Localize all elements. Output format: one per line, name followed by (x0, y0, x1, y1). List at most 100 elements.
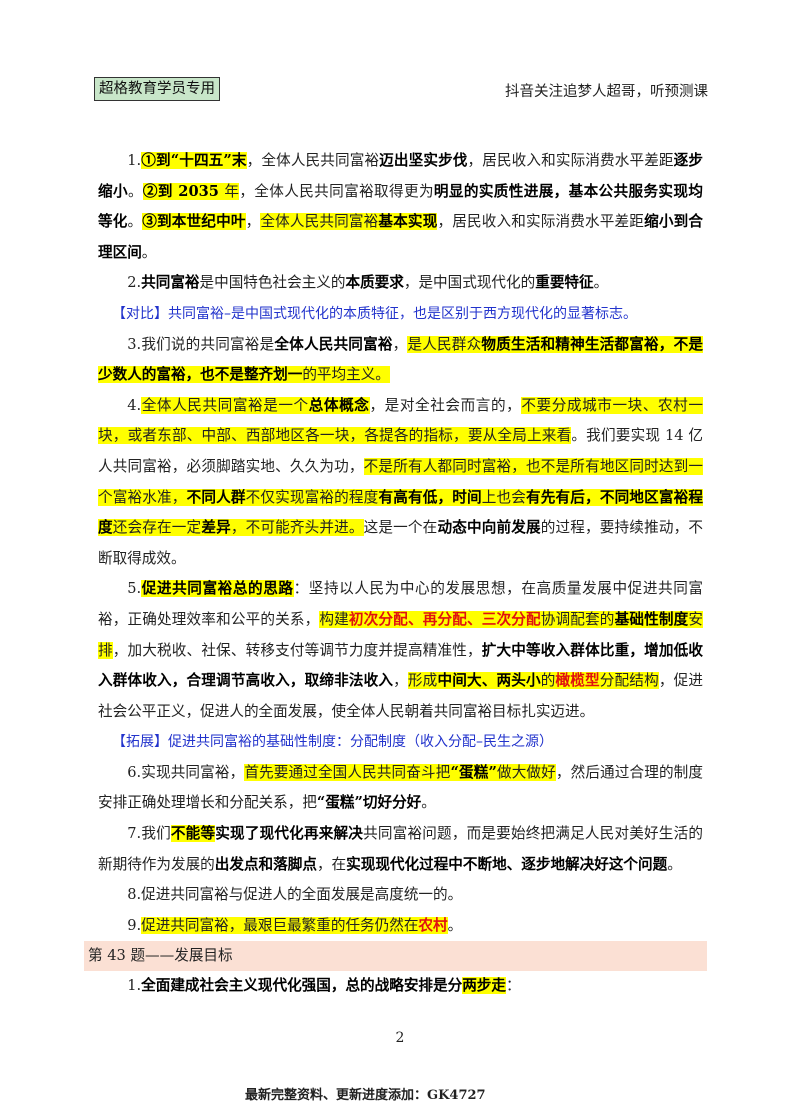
text: 。 (141, 243, 157, 261)
header-note: 抖音关注追梦人超哥，听预测课 (505, 84, 708, 100)
bold-text: 动态中向前发展 (437, 519, 541, 537)
text: 。 (127, 182, 143, 200)
text: ， (245, 213, 261, 231)
highlight-red: 橄榄型 (555, 672, 600, 690)
bold-text: 重要特征 (535, 274, 594, 292)
text: 是中国特色社会主义的 (199, 274, 346, 292)
bold-text: 全面建成社会主义现代化强国，总的战略安排是分 (141, 977, 463, 995)
text: 。 (421, 794, 436, 812)
text: ，居民收入和实际消费水平差距 (437, 213, 645, 231)
highlight: 是人民群众 (407, 335, 482, 353)
highlight: 的平均主义。 (302, 366, 390, 384)
bold-text: 扩大中等收入群体比重，增加低收入群体收入，合理调节高收入，取缔非法收入 (98, 641, 703, 690)
bold-text: 实现现代化过程中不断地、逐步地解决好这个问题 (346, 855, 668, 873)
text: 这是一个在 (363, 519, 438, 537)
text: ，全体人民共同富裕取得更为 (239, 182, 434, 200)
text: ，加大税收、社保、转移支付等调节力度并提高精准性， (112, 641, 482, 659)
text: ， (393, 672, 408, 690)
highlight: 中间大、两头小 (437, 672, 541, 690)
extend-note: 【拓展】促进共同富裕的基础性制度：分配制度（收入分配–民生之源） (112, 734, 553, 751)
item-number: 3. (127, 335, 142, 353)
bold-text: 本质要求 (345, 274, 404, 292)
item-4: 4.全体人民共同富裕是一个总体概念，是对全社会而言的，不要分成城市一块、农村一块… (98, 391, 703, 575)
highlight: 基础性制度 (614, 610, 689, 628)
bold-text: 实现了现代化再来解决 (215, 825, 364, 843)
section-43-item-1: 1.全面建成社会主义现代化强国，总的战略安排是分两步走： (98, 971, 703, 1002)
highlight: 有高有低，时间 (378, 488, 482, 506)
item-7: 7.我们不能等实现了现代化再来解决共同富裕问题，而是要始终把满足人民对美好生活的… (98, 819, 703, 880)
highlight: 还会存在一定 (112, 519, 202, 537)
highlight-red: 初次分配、再分配、三次分配 (348, 610, 541, 628)
item-1: 1.①到“十四五”末，全体人民共同富裕迈出坚实步伐，居民收入和实际消费水平差距逐… (98, 146, 703, 268)
bold-text: “蛋糕”切好分好 (316, 794, 422, 812)
item-5: 5.促进共同富裕总的思路：坚持以人民为中心的发展思想，在高质量发展中促进共同富裕… (98, 574, 703, 727)
item-number: 6. (127, 763, 142, 781)
page-number: 2 (395, 1030, 405, 1046)
bold-text: 全体人民共同富裕 (274, 335, 393, 353)
text: ，在 (316, 855, 347, 873)
text: 。我们要实现 14 亿人共同富裕，必须脚踏实地、久久为功， (98, 427, 703, 475)
text: ，然后通过合理的制度安排正确处理增长和分配关系，把 (98, 763, 703, 812)
text: 。 (667, 855, 682, 873)
highlight: 形成 (407, 672, 438, 690)
text: ，促进社会公平正义，促进人的全面发展，使全体人民朝着共同富裕目标扎实迈进。 (98, 672, 703, 720)
highlight: 做大做好 (496, 763, 556, 781)
text: 的过程，要持续推动，不断取得成效。 (98, 519, 703, 567)
text: 。 (593, 274, 609, 292)
highlight: 不仅实现富裕的程度 (245, 488, 379, 506)
highlight: ③到本世纪中叶 (142, 213, 246, 231)
highlight: ，不可能齐头并进。 (230, 519, 364, 537)
item-number: 4. (127, 396, 142, 414)
text: 共同富裕问题，而是要始终把满足人民对美好生活的新期待作为发展的 (98, 825, 703, 873)
highlight: 不同人群 (186, 488, 246, 506)
text: ，是中国式现代化的 (403, 274, 536, 292)
section-heading: 第 43 题——发展目标 (84, 941, 707, 972)
item-number: 7. (127, 825, 142, 843)
text: 实现共同富裕， (141, 763, 245, 781)
item-number: 5. (127, 580, 142, 598)
bold-text: 共同富裕 (141, 274, 200, 292)
highlight: 两步走 (462, 977, 506, 995)
highlight: 基本实现 (378, 213, 438, 231)
item-number: 8. (127, 886, 142, 904)
highlight: “蛋糕” (450, 763, 497, 781)
text: ，是对全社会而言的， (369, 396, 522, 414)
item-9: 9.促进共同富裕，最艰巨最繁重的任务仍然在农村。 (98, 911, 703, 942)
text: ：坚持以人民为中心的发展思想，在高质量发展中促进共同富裕，正确处理效率和公平的关… (98, 580, 703, 628)
highlight: 差异 (201, 519, 231, 537)
highlight: 分配结构 (599, 672, 659, 690)
highlight: 的 (540, 672, 556, 690)
highlight: 年 (224, 182, 240, 200)
text: 。 (127, 213, 143, 231)
text: 。 (447, 916, 463, 934)
highlight: ①到“十四五”末 (141, 152, 247, 169)
bold-text: 缩小到合理区间 (98, 213, 703, 261)
highlight: 上也会 (481, 488, 527, 506)
item-number: 2. (127, 274, 142, 292)
compare-note: 【对比】共同富裕–是中国式现代化的本质特征，也是区别于西方现代化的显著标志。 (112, 305, 637, 322)
bold-text: 出发点和落脚点 (214, 855, 317, 873)
text: ， (392, 335, 408, 353)
text: ，全体人民共同富裕 (246, 152, 380, 169)
bold-text: 逐步缩小 (98, 152, 703, 200)
document-body: 1.①到“十四五”末，全体人民共同富裕迈出坚实步伐，居民收入和实际消费水平差距逐… (84, 146, 707, 1002)
highlight: ②到 2035 (142, 182, 225, 200)
highlight: 全体人民共同富裕 (260, 213, 379, 231)
highlight: 构建 (319, 610, 349, 628)
highlight: 首先要通过全国人民共同奋斗把 (244, 763, 451, 781)
highlight: 不能等 (170, 825, 216, 843)
highlight: 协调配套的 (540, 610, 615, 628)
bold-text: 明显的实质性进展，基本公共服务实现均等化 (98, 182, 703, 231)
highlight: 促进共同富裕，最艰巨最繁重的任务仍然在 (141, 916, 419, 934)
highlight-red: 农村 (418, 916, 448, 934)
highlight: 促进共同富裕总的思路 (141, 580, 294, 598)
footer-note: 最新完整资料、更新进度添加：GK4727 (245, 1088, 486, 1103)
item-8: 8.促进共同富裕与促进人的全面发展是高度统一的。 (98, 880, 703, 911)
highlight: 总体概念 (308, 396, 370, 414)
item-6: 6.实现共同富裕，首先要通过全国人民共同奋斗把“蛋糕”做大做好，然后通过合理的制… (98, 758, 703, 819)
text: 促进共同富裕与促进人的全面发展是高度统一的。 (141, 886, 463, 904)
item-number: 9. (127, 916, 142, 934)
item-number: 1. (127, 977, 142, 995)
item-3: 3.我们说的共同富裕是全体人民共同富裕，是人民群众物质生活和精神生活都富裕，不是… (98, 330, 703, 391)
item-2: 2.共同富裕是中国特色社会主义的本质要求，是中国式现代化的重要特征。 (98, 268, 703, 299)
